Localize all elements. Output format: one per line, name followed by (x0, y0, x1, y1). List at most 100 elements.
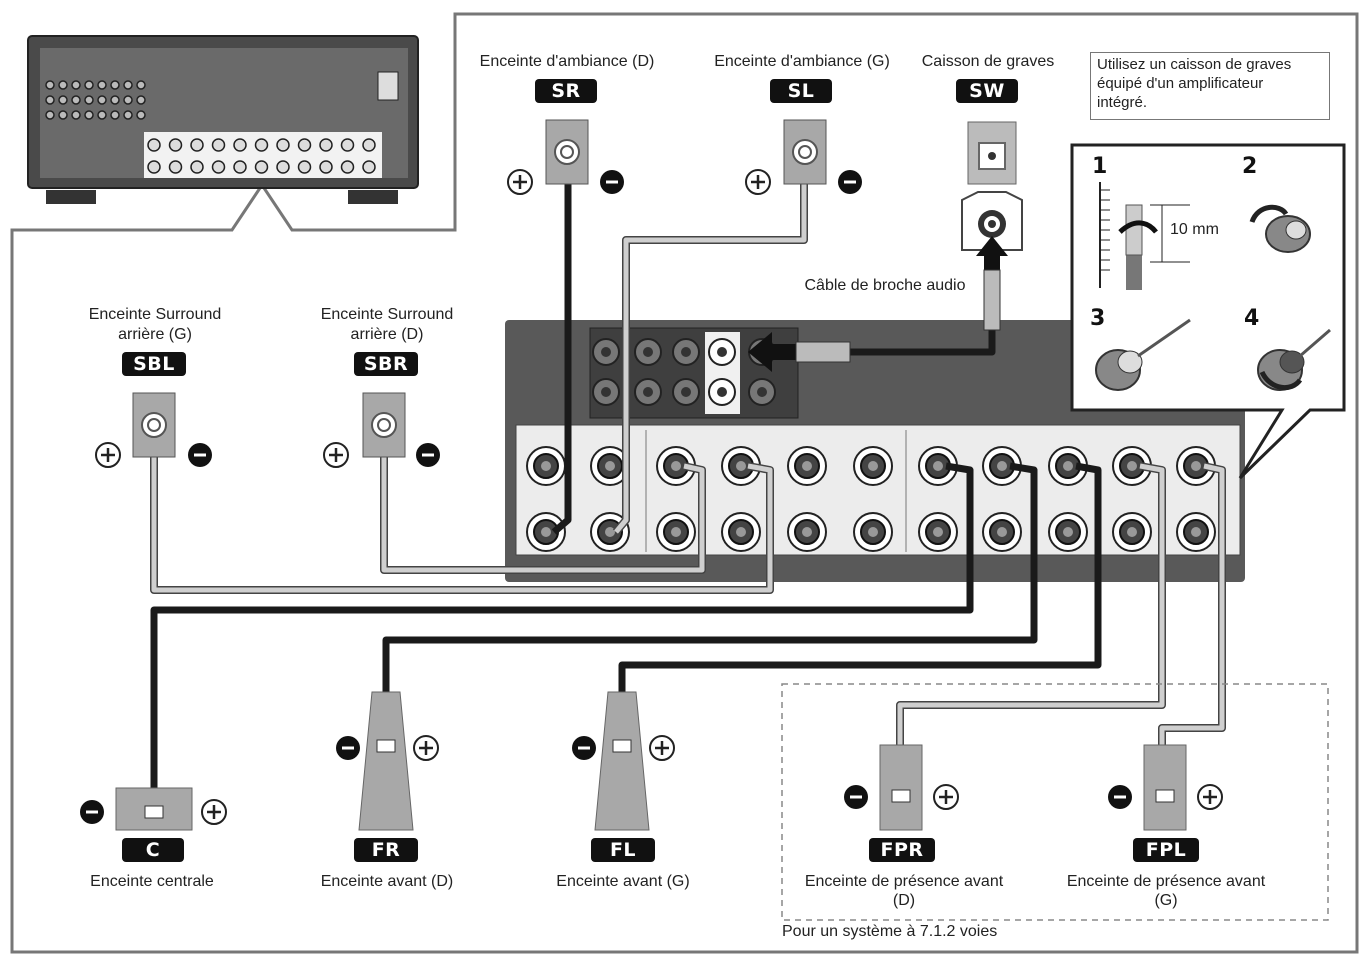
thumb-jack (190, 138, 204, 152)
cable-c-neg (150, 462, 974, 790)
thumb-jack (297, 160, 312, 174)
thumb-jack (276, 138, 290, 152)
thumb-prejack (84, 110, 94, 120)
speaker-sbr-cone-inner (377, 418, 391, 432)
fpr-label-line1: Enceinte de présence avant (804, 873, 1004, 890)
thumb-prejack (45, 110, 55, 120)
thumb-jack (254, 138, 269, 152)
receiver-thumbnail (27, 35, 419, 204)
sw-label: Caisson de graves (921, 53, 1055, 70)
speaker-sr-cone-inner (560, 145, 574, 159)
c-label: Enceinte centrale (90, 873, 214, 890)
thumb-jack (211, 138, 226, 152)
fpr-badge: FPR (869, 838, 935, 862)
step-3: 3 (1090, 306, 1106, 331)
speaker-fr-terminal (376, 739, 396, 753)
speaker-sbl-cone-inner (147, 418, 161, 432)
note-line2: équipé d'un amplificateur (1097, 75, 1264, 92)
thumb-jack (362, 160, 376, 174)
sbl-label-line1: Enceinte Surround (88, 306, 222, 323)
sr-badge: SR (535, 79, 597, 103)
thumb-prejack (123, 95, 133, 105)
thumb-prejack (58, 95, 68, 105)
speaker-terminal-cap (605, 527, 615, 537)
speaker-terminal-cap (1127, 527, 1137, 537)
thumb-jack (168, 138, 183, 152)
thumb-jack (297, 138, 312, 152)
step-4: 4 (1244, 306, 1260, 331)
sbr-label-line1: Enceinte Surround (320, 306, 454, 323)
speaker-terminal-cap (1063, 527, 1073, 537)
speaker-terminal-cap (1191, 527, 1201, 537)
speaker-terminal-cap (868, 461, 878, 471)
plus-sign (655, 741, 669, 755)
thumb-prejack (71, 80, 81, 90)
thumb-prejack (84, 80, 94, 90)
preout-jack-center (757, 387, 767, 397)
speaker-fpr (879, 744, 923, 831)
subwoofer (961, 121, 1023, 331)
speaker-terminal-cap (802, 461, 812, 471)
sbr-badge: SBR (354, 352, 418, 376)
speaker-sl-cone-inner (798, 145, 812, 159)
fpl-label-line1: Enceinte de présence avant (1066, 873, 1266, 890)
wiring-steps-panel (1070, 143, 1346, 480)
thumb-prejack (110, 95, 120, 105)
thumb-jack (319, 160, 333, 174)
cable-subwoofer (850, 330, 996, 356)
speaker-terminal-cap (541, 461, 551, 471)
thumb-prejack (45, 80, 55, 90)
thumb-prejack (123, 110, 133, 120)
preout-jack-center (643, 347, 653, 357)
thumb-prejack (84, 95, 94, 105)
terminal-step3 (1095, 318, 1191, 391)
speaker-terminal-cap (1127, 461, 1137, 471)
plus-sign (751, 175, 765, 189)
speaker-terminal-cap (933, 461, 943, 471)
speaker-terminal-cap (541, 527, 551, 537)
thumb-prejack (97, 80, 107, 90)
thumb-jack (233, 160, 247, 174)
speaker-terminal-cap (802, 527, 812, 537)
speaker-terminal-cap (868, 527, 878, 537)
step-2: 2 (1242, 154, 1258, 179)
speaker-terminal-cap (933, 527, 943, 537)
speaker-fpl (1143, 744, 1187, 831)
subwoofer-jack-center (717, 347, 727, 357)
thumb-prejack (97, 95, 107, 105)
cable-sbr-pos (381, 450, 705, 573)
speaker-terminal-cap (997, 527, 1007, 537)
subwoofer-note: Utilisez un caisson de graves équipé d'u… (1090, 52, 1330, 120)
speaker-terminal-cap (671, 461, 681, 471)
plus-sign (329, 448, 343, 462)
thumb-prejack (110, 80, 120, 90)
thumb-prejack (136, 110, 146, 120)
speaker-terminal-cap (997, 461, 1007, 471)
sl-badge: SL (770, 79, 832, 103)
speaker-fr (358, 691, 414, 831)
presence-group-box (781, 683, 1329, 921)
speaker-c-terminal (144, 805, 164, 819)
plus-sign (513, 175, 527, 189)
speaker-terminal-cap (736, 461, 746, 471)
fpr-label-line2: (D) (892, 892, 916, 909)
speaker-fpl-terminal (1155, 789, 1175, 803)
fr-badge: FR (354, 838, 418, 862)
thumb-jack (340, 160, 355, 174)
cable-fpr-pos (897, 463, 1165, 790)
preout-jack-center (681, 347, 691, 357)
plus-sign (419, 741, 433, 755)
thumb-prejack (58, 110, 68, 120)
step-1: 1 (1092, 154, 1108, 179)
terminal-step2 (1249, 204, 1311, 253)
fl-badge: FL (591, 838, 655, 862)
preout-jack-center (643, 387, 653, 397)
thumb-prejack (58, 80, 68, 90)
footnote: Pour un système à 7.1.2 voies (782, 923, 998, 940)
plus-sign (939, 790, 953, 804)
thumb-jack (233, 138, 247, 152)
terminal-step4 (1257, 328, 1331, 391)
speaker-terminal-cap (1191, 461, 1201, 471)
thumb-prejack (71, 95, 81, 105)
